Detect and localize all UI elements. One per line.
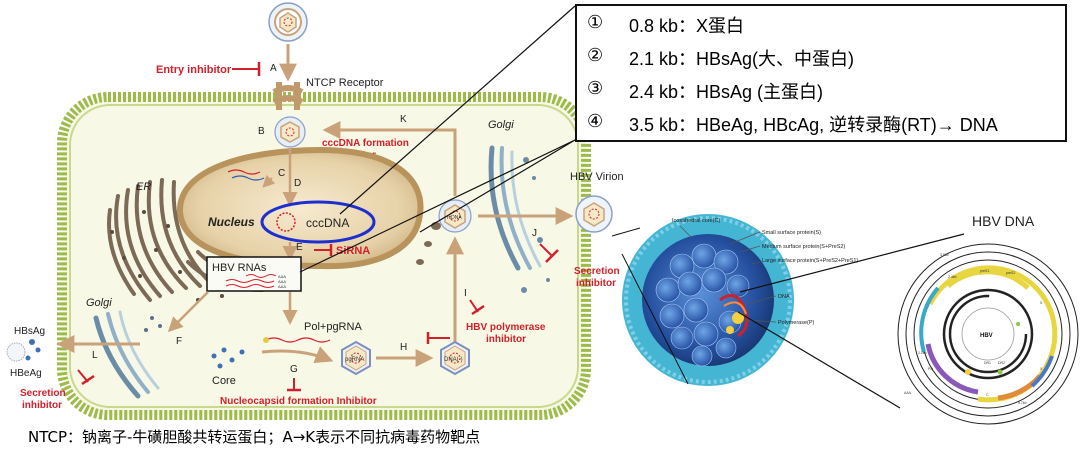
golgi-left-label: Golgi — [86, 297, 112, 309]
step-j-label: J — [532, 228, 537, 239]
info-row-1: ① 0.8 kb：X蛋白 — [577, 8, 1065, 40]
secretion-inhibitor-left-label-2: inhibitor — [22, 400, 62, 411]
step-c-label: C — [278, 168, 285, 179]
info-row-3-number: ③ — [587, 78, 604, 98]
top-virion-icon — [268, 2, 308, 42]
genome-center-label: HBV — [980, 333, 993, 339]
genome-label-2: 2.1kb — [918, 351, 927, 355]
rna-strands — [225, 274, 277, 288]
step-l-label: L — [92, 350, 98, 361]
cccdna-formation-inhibitor-label-1: cccDNA formation — [322, 138, 409, 149]
hbv-genome-map: HBV 3.5kb 2.4kb 2.1kb 0.7kb preS1 preS2 … — [897, 243, 1079, 425]
hbv-virion-title: HBV Virion — [570, 171, 624, 183]
core-protein-dots — [211, 347, 245, 369]
golgi-left — [93, 310, 160, 399]
aaa-3: AAA — [278, 284, 286, 289]
hbv-rnas-box — [206, 256, 302, 292]
pol-pgrna-label: Pol+pgRNA — [304, 321, 362, 333]
hbv-polymerase-inhibitor-label-1: HBV polymerase — [466, 322, 546, 333]
genome-label-5: preS2 — [1006, 271, 1015, 275]
core-label: Core — [212, 375, 236, 387]
rcdna-capsid-icon — [438, 199, 472, 233]
info-row-4-text: 3.5 kb：HBeAg, HBcAg, 逆转录酶(RT)→ DNA — [629, 115, 998, 135]
medium-surface-protein-label: Medium surface protein(S+PreS2) — [762, 244, 845, 250]
sirna-label: SiRNA — [336, 245, 370, 257]
hbv-virion-small-icon — [575, 195, 613, 233]
genome-label-7: X — [1040, 367, 1043, 371]
nucleus-label: Nucleus — [208, 215, 255, 229]
info-row-4: ④ 3.5 kb：HBeAg, HBcAg, 逆转录酶(RT)→ DNA — [577, 107, 1065, 139]
virion-dna-label: DNA — [778, 294, 790, 300]
entry-inhibitor-label: Entry inhibitor — [156, 64, 232, 76]
er-label: ER — [136, 181, 151, 193]
secretion-inhibitor-right-label-1: Secretion — [574, 266, 620, 277]
info-row-3: ③ 2.4 kb：HBsAg (主蛋白) — [577, 74, 1065, 106]
subviral-particles — [144, 316, 162, 332]
hbsag-label: HBsAg — [14, 326, 45, 337]
hbv-virion-3d — [622, 214, 794, 386]
pgrna-capsid-icon — [341, 340, 371, 376]
genome-label-11: DR2 — [998, 361, 1005, 365]
genome-label-1: 2.4kb — [948, 275, 957, 279]
rcdna-label: rcDNA — [447, 215, 462, 221]
genome-label-3: 0.7kb — [1018, 401, 1027, 405]
nucleocapsid-inhibitor-label: Nucleocapsid formation Inhibitor — [220, 396, 377, 407]
pgrna-capsid-label: pgRNA — [345, 357, 364, 363]
icosahedral-core-label: Icosahedral core(C) — [672, 218, 720, 224]
hbv-dna-title: HBV DNA — [972, 213, 1035, 229]
step-e-label: E — [296, 242, 303, 253]
genome-label-10: DR1 — [984, 361, 991, 365]
secretion-inhibitor-left-label-1: Secretion — [20, 388, 66, 399]
golgi-right-vesicles — [521, 157, 550, 293]
step-b-label: B — [258, 126, 265, 137]
step-k-label: K — [400, 114, 407, 125]
hbv-polymerase-inhibitor-label-2: inhibitor — [486, 334, 526, 345]
cccdna-highlight — [260, 200, 376, 244]
info-row-1-number: ① — [587, 12, 604, 32]
aaa-1: AAA — [278, 274, 286, 279]
info-row-2-number: ② — [587, 45, 604, 65]
golgi-right-label: Golgi — [488, 119, 514, 131]
step-f-label: F — [176, 336, 182, 347]
genome-label-6: S — [1040, 301, 1043, 305]
virion-callout-lines — [679, 225, 777, 323]
genome-label-9: Pol — [928, 367, 933, 371]
hbeag-label: HBeAg — [10, 368, 42, 379]
genome-label-8: C — [986, 393, 989, 397]
info-row-1-text: 0.8 kb：X蛋白 — [629, 16, 745, 36]
step-a-label: A — [270, 63, 277, 74]
cccdna-label: cccDNA — [306, 216, 349, 230]
large-surface-protein-label: Large surface protein(S+PreS2+PreS1) — [762, 258, 858, 264]
aaa-2: AAA — [278, 279, 286, 284]
secretion-inhibitor-right-label-2: inhibitor — [576, 278, 616, 289]
transcript-info-box: ① 0.8 kb：X蛋白 ② 2.1 kb：HBsAg(大、中蛋白) ③ 2.4… — [575, 4, 1067, 142]
step-g-label: G — [290, 364, 298, 375]
step-d-label: D — [294, 178, 301, 189]
info-row-3-text: 2.4 kb：HBsAg (主蛋白) — [629, 82, 824, 102]
step-h-label: H — [400, 342, 407, 353]
genome-label-12: AAA — [904, 391, 912, 395]
capsid-b-icon — [274, 116, 306, 148]
figure-caption: NTCP：钠离子-牛磺胆酸共转运蛋白；A→K表示不同抗病毒药物靶点 — [28, 428, 481, 446]
info-row-2-text: 2.1 kb：HBsAg(大、中蛋白) — [629, 49, 855, 69]
genome-label-0: 3.5kb — [940, 253, 949, 257]
hbsag-particles — [6, 339, 41, 362]
small-surface-protein-label: Small surface protein(S) — [762, 230, 821, 236]
info-row-4-number: ④ — [587, 111, 604, 131]
info-row-2: ② 2.1 kb：HBsAg(大、中蛋白) — [577, 41, 1065, 73]
connector-lines — [299, 5, 576, 273]
ntcp-receptor — [272, 82, 304, 110]
golgi-right — [488, 145, 542, 271]
step-i-label: I — [464, 288, 467, 299]
hbv-rnas-label: HBV RNAs — [212, 262, 267, 274]
ntcp-receptor-label: NTCP Receptor — [306, 77, 384, 89]
virion-polymerase-label: Polymerase(P) — [778, 320, 815, 326]
genome-label-4: preS1 — [980, 269, 989, 273]
dna-minus-label: DNA(-) — [444, 357, 463, 363]
dna-minus-capsid-icon — [440, 340, 470, 376]
